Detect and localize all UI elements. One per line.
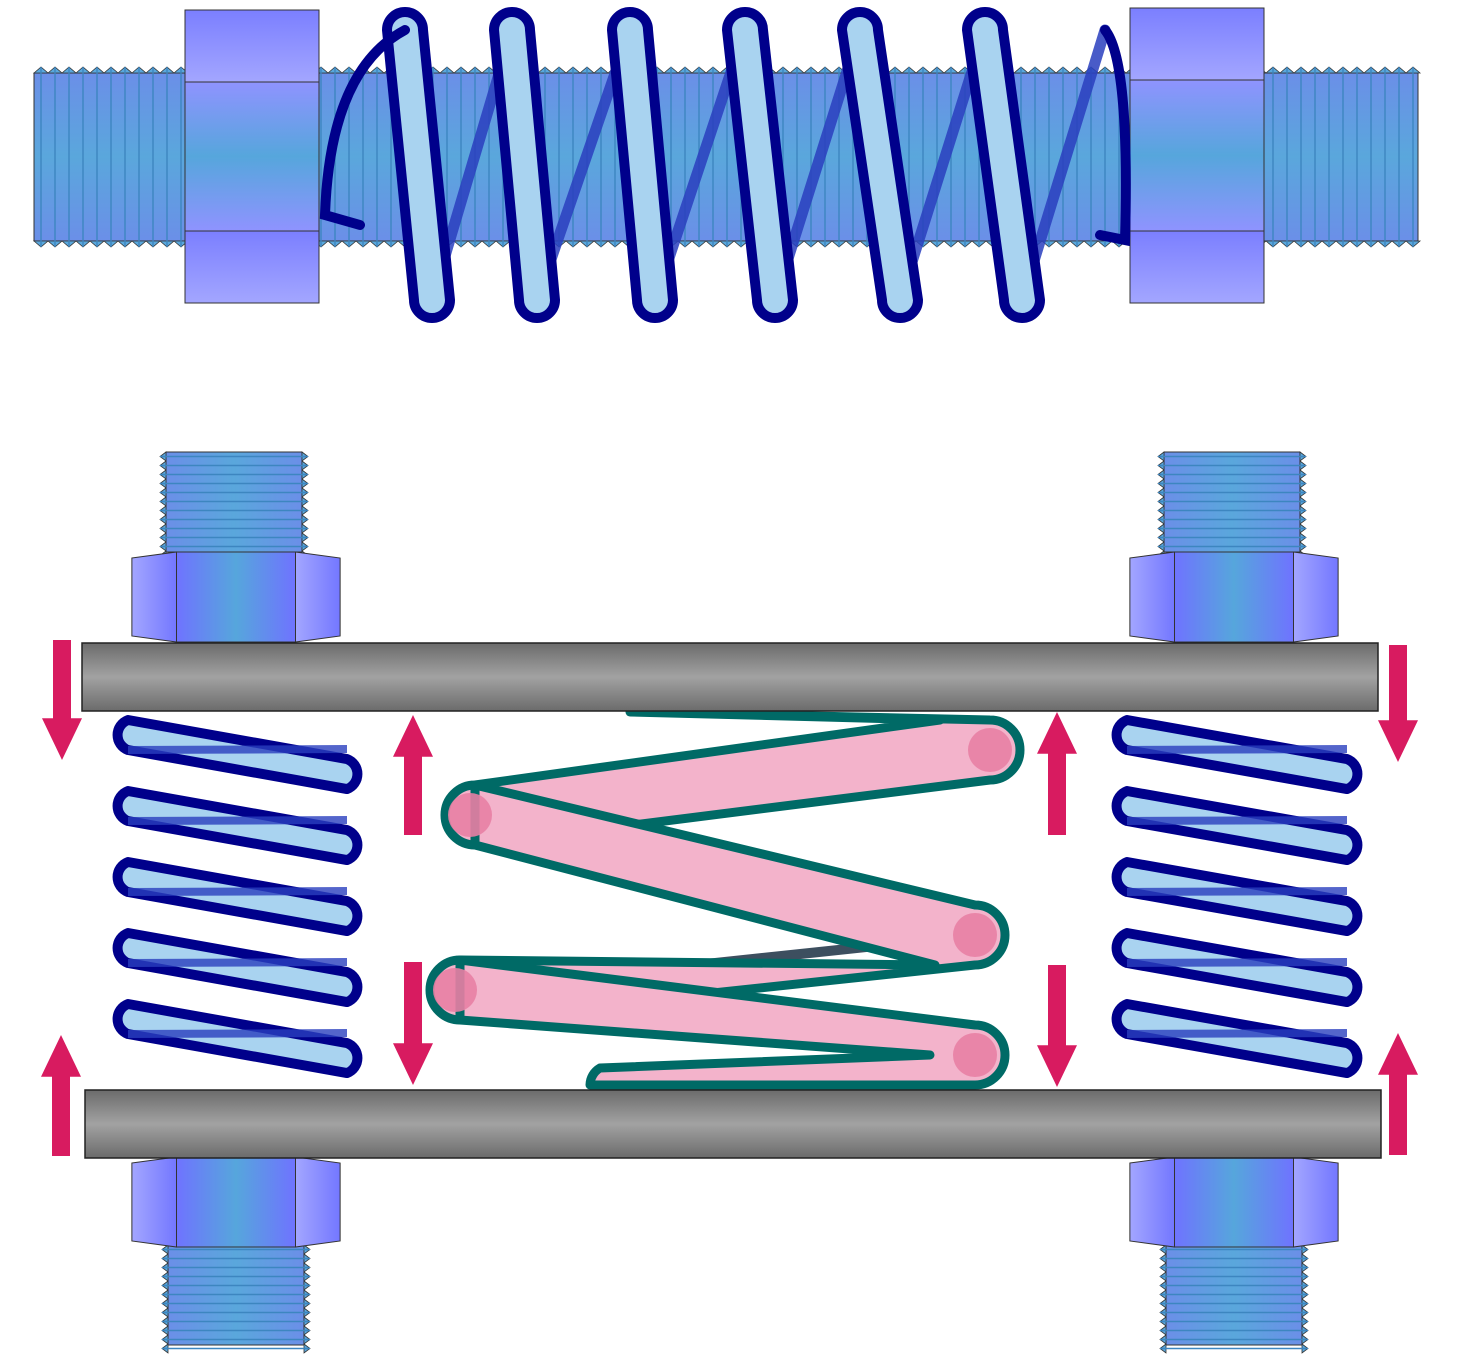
hex-nut-icon <box>131 1156 341 1248</box>
horizontal-bolt-assembly <box>32 7 1422 323</box>
force-arrow-up-icon <box>1378 1033 1418 1155</box>
coil-spring-icon <box>1111 715 1363 1079</box>
coil-spring-front-icon <box>319 7 1131 323</box>
spring-mount-assembly <box>41 451 1418 1354</box>
force-arrow-up-icon <box>1037 712 1077 835</box>
force-arrow-up-icon <box>41 1035 81 1156</box>
steel-plate-icon <box>81 642 1379 712</box>
force-arrow-down-icon <box>393 962 433 1085</box>
hex-nut-icon <box>1129 551 1339 643</box>
threaded-rod-icon <box>161 1244 311 1354</box>
force-arrows <box>41 640 1418 1156</box>
hex-nut-icon <box>1129 1156 1339 1248</box>
force-arrow-down-icon <box>1037 965 1077 1087</box>
hex-nut-icon <box>131 551 341 643</box>
hex-nut-icon <box>184 9 320 304</box>
threaded-rod-icon <box>1159 1244 1309 1354</box>
hex-nut-icon <box>1129 7 1265 304</box>
steel-plate-icon <box>84 1089 1382 1159</box>
coil-spring-icon <box>112 715 363 1079</box>
force-arrow-down-icon <box>42 640 82 760</box>
center-spring-icon <box>425 707 1025 1090</box>
threaded-rod-icon <box>159 451 309 561</box>
force-arrow-down-icon <box>1378 645 1418 762</box>
force-arrow-up-icon <box>393 715 433 835</box>
threaded-rod-icon <box>1157 451 1307 561</box>
